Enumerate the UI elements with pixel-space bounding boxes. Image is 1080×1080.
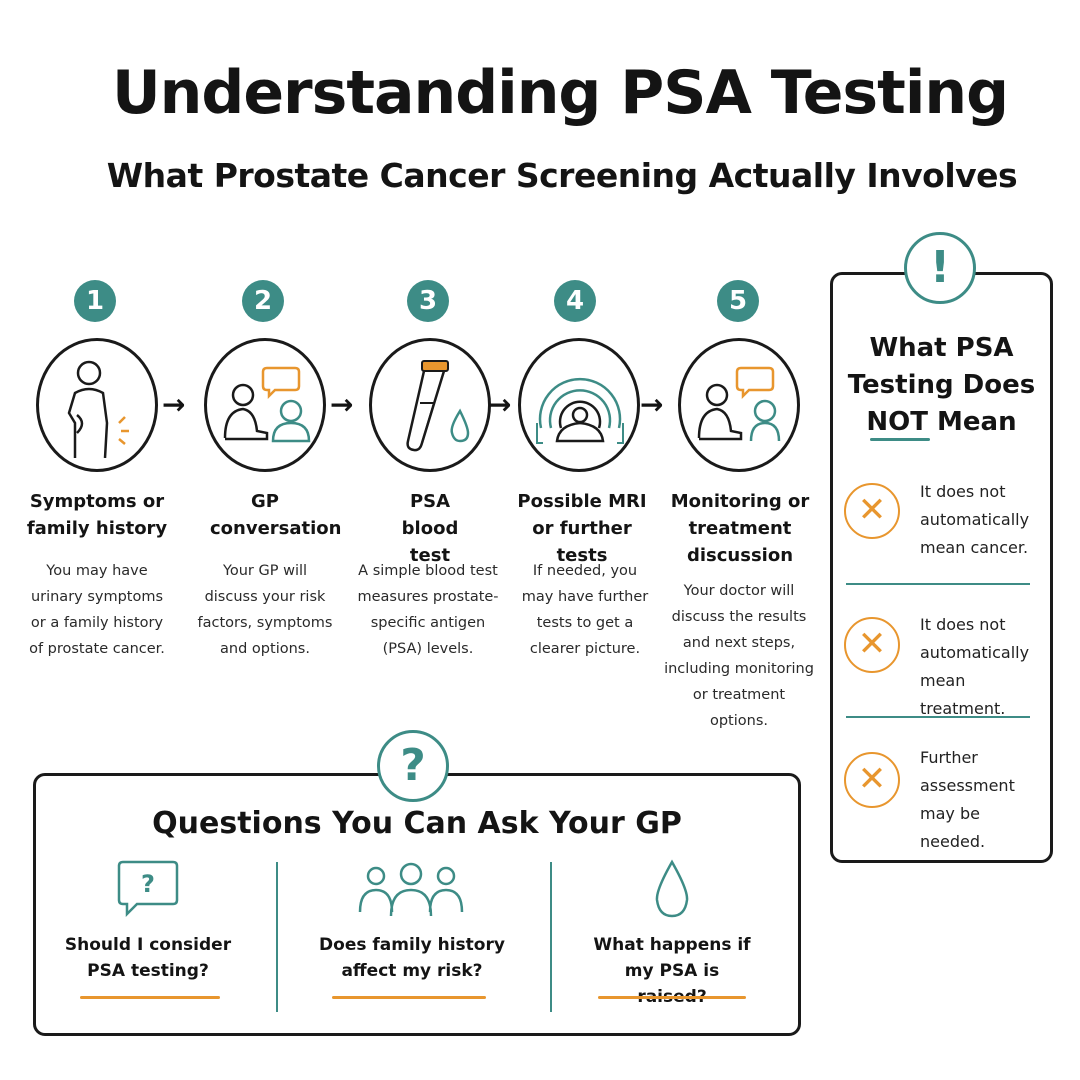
step-3-icon-circle	[369, 338, 491, 472]
question-mark-icon: ?	[377, 730, 449, 802]
arrow-right-icon: →	[330, 388, 354, 421]
title-underline	[870, 438, 930, 441]
step-1-icon-circle	[36, 338, 158, 472]
step-1-label: Symptoms or family history	[26, 491, 168, 539]
blood-test-tube-icon	[406, 360, 470, 452]
page-subtitle: What Prostate Cancer Screening Actually …	[106, 156, 1018, 195]
not-item-text: It does not automatically mean cancer.	[920, 482, 1030, 557]
divider	[846, 583, 1030, 585]
person-pain-icon	[67, 360, 129, 458]
question-bubble-icon: ?	[117, 860, 179, 918]
step-5-badge: 5	[717, 280, 759, 322]
mri-scanner-icon	[536, 377, 624, 444]
step-5-icon-circle	[678, 338, 800, 472]
step-1-badge: 1	[74, 280, 116, 322]
step-5-label: Monitoring or treatment discussion	[670, 491, 810, 566]
x-circle-icon: ✕	[844, 752, 900, 808]
exclamation-icon: !	[904, 232, 976, 304]
page-title: Understanding PSA Testing	[111, 58, 1009, 128]
question-2-text: Does family history affect my risk?	[319, 935, 505, 981]
step-3-description: A simple blood test measures prostate-sp…	[357, 563, 499, 657]
step-4-badge: 4	[554, 280, 596, 322]
conversation-icon	[697, 366, 781, 442]
underline	[332, 996, 486, 999]
conversation-icon	[223, 366, 311, 443]
step-4-description: If needed, you may have further tests to…	[521, 563, 649, 657]
family-icon	[358, 862, 464, 917]
questions-title: Questions You Can Ask Your GP	[152, 806, 682, 841]
step-1-description: You may have urinary symptoms or a famil…	[29, 563, 165, 657]
arrow-right-icon: →	[640, 388, 664, 421]
divider	[846, 716, 1030, 718]
column-divider	[550, 862, 552, 1012]
not-item-text: Further assessment may be needed.	[920, 748, 1015, 851]
does-not-mean-title: What PSA Testing Does NOT Mean	[847, 333, 1036, 437]
blood-drop-icon	[655, 859, 689, 918]
step-2-description: Your GP will discuss your risk factors, …	[197, 563, 333, 657]
question-1-text: Should I consider PSA testing?	[64, 935, 232, 981]
x-circle-icon: ✕	[844, 617, 900, 673]
step-3-label: PSA blood test	[401, 491, 459, 566]
x-circle-icon: ✕	[844, 483, 900, 539]
step-2-icon-circle	[204, 338, 326, 472]
column-divider	[276, 862, 278, 1012]
step-5-description: Your doctor will discuss the results and…	[664, 583, 814, 729]
step-4-icon-circle	[518, 338, 640, 472]
svg-text:?: ?	[141, 870, 155, 898]
step-2-badge: 2	[242, 280, 284, 322]
arrow-right-icon: →	[488, 388, 512, 421]
step-3-badge: 3	[407, 280, 449, 322]
arrow-right-icon: →	[162, 388, 186, 421]
step-2-label: GP conversation	[210, 491, 342, 539]
underline	[80, 996, 220, 999]
not-item-text: It does not automatically mean treatment…	[920, 615, 1030, 718]
underline	[598, 996, 746, 999]
step-4-label: Possible MRI or further tests	[517, 491, 647, 566]
